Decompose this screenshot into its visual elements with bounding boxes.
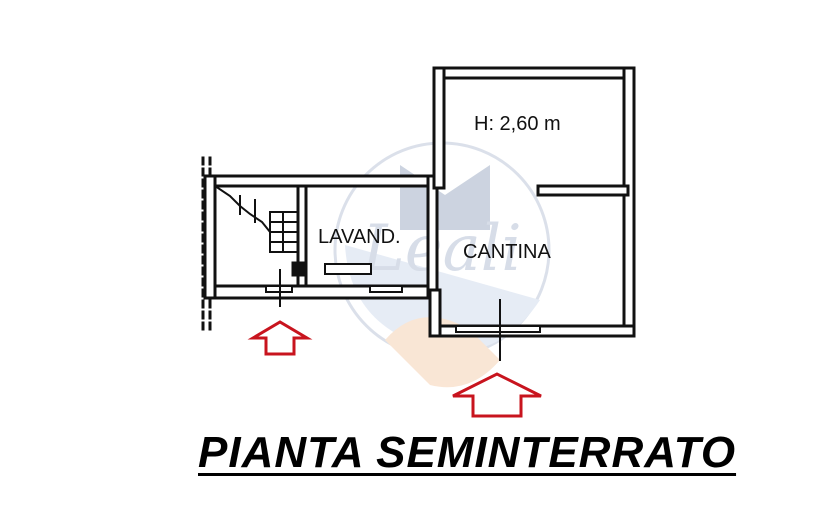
plan-title: PIANTA SEMINTERRATO bbox=[198, 428, 737, 477]
entrance-arrow-icon bbox=[247, 320, 313, 356]
room-label-cellar: CANTINA bbox=[463, 241, 551, 263]
watermark-text: Leali bbox=[361, 212, 521, 286]
entrance-arrow-icon bbox=[452, 372, 542, 418]
room-label-laundry: LAVAND. bbox=[318, 226, 401, 248]
ceiling-height-label: H: 2,60 m bbox=[474, 113, 561, 135]
cellar-walls bbox=[428, 66, 636, 361]
